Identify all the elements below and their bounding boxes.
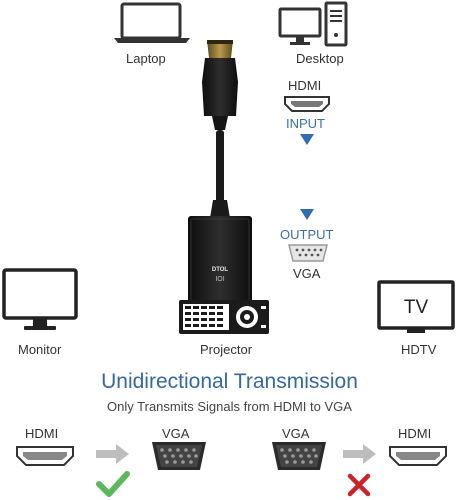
right-direction-arrow-icon (343, 444, 376, 464)
vga-port-icon (288, 244, 328, 262)
cross-mark-icon (347, 473, 371, 497)
right-from-label: VGA (282, 426, 310, 441)
output-label: OUTPUT (280, 227, 334, 242)
hdtv-icon: TV (377, 280, 455, 333)
left-vga-port-icon (152, 442, 206, 470)
hdmi-port-icon (284, 96, 330, 112)
hdtv-label: HDTV (401, 342, 437, 357)
desktop-label: Desktop (296, 51, 344, 66)
left-direction-arrow-icon (96, 444, 129, 464)
right-to-label: HDMI (398, 426, 432, 441)
input-port-label: HDMI (288, 78, 322, 93)
input-label: INPUT (286, 116, 325, 131)
laptop-label: Laptop (126, 51, 166, 66)
left-hdmi-port-icon (16, 446, 74, 466)
monitor-label: Monitor (18, 342, 62, 357)
projector-icon (179, 300, 269, 334)
hdmi-to-vga-adapter: DTOL IOI (188, 40, 252, 316)
right-hdmi-port-icon (389, 446, 447, 466)
input-arrow-icon (300, 134, 314, 145)
projector-label: Projector (200, 342, 253, 357)
output-arrow-icon (300, 209, 314, 220)
adapter-brand-text: DTOL (212, 267, 229, 273)
output-port-label: VGA (293, 266, 321, 281)
section-subtitle: Only Transmits Signals from HDMI to VGA (107, 399, 352, 414)
laptop-icon (114, 2, 190, 43)
tv-screen-text: TV (404, 297, 429, 318)
check-mark-icon (96, 471, 130, 497)
left-to-label: VGA (162, 426, 190, 441)
right-vga-port-icon (272, 442, 326, 470)
adapter-vga-mark: IOI (215, 276, 224, 283)
left-from-label: HDMI (25, 426, 59, 441)
desktop-icon (278, 1, 348, 47)
section-title: Unidirectional Transmission (101, 370, 358, 393)
monitor-icon (2, 268, 78, 330)
